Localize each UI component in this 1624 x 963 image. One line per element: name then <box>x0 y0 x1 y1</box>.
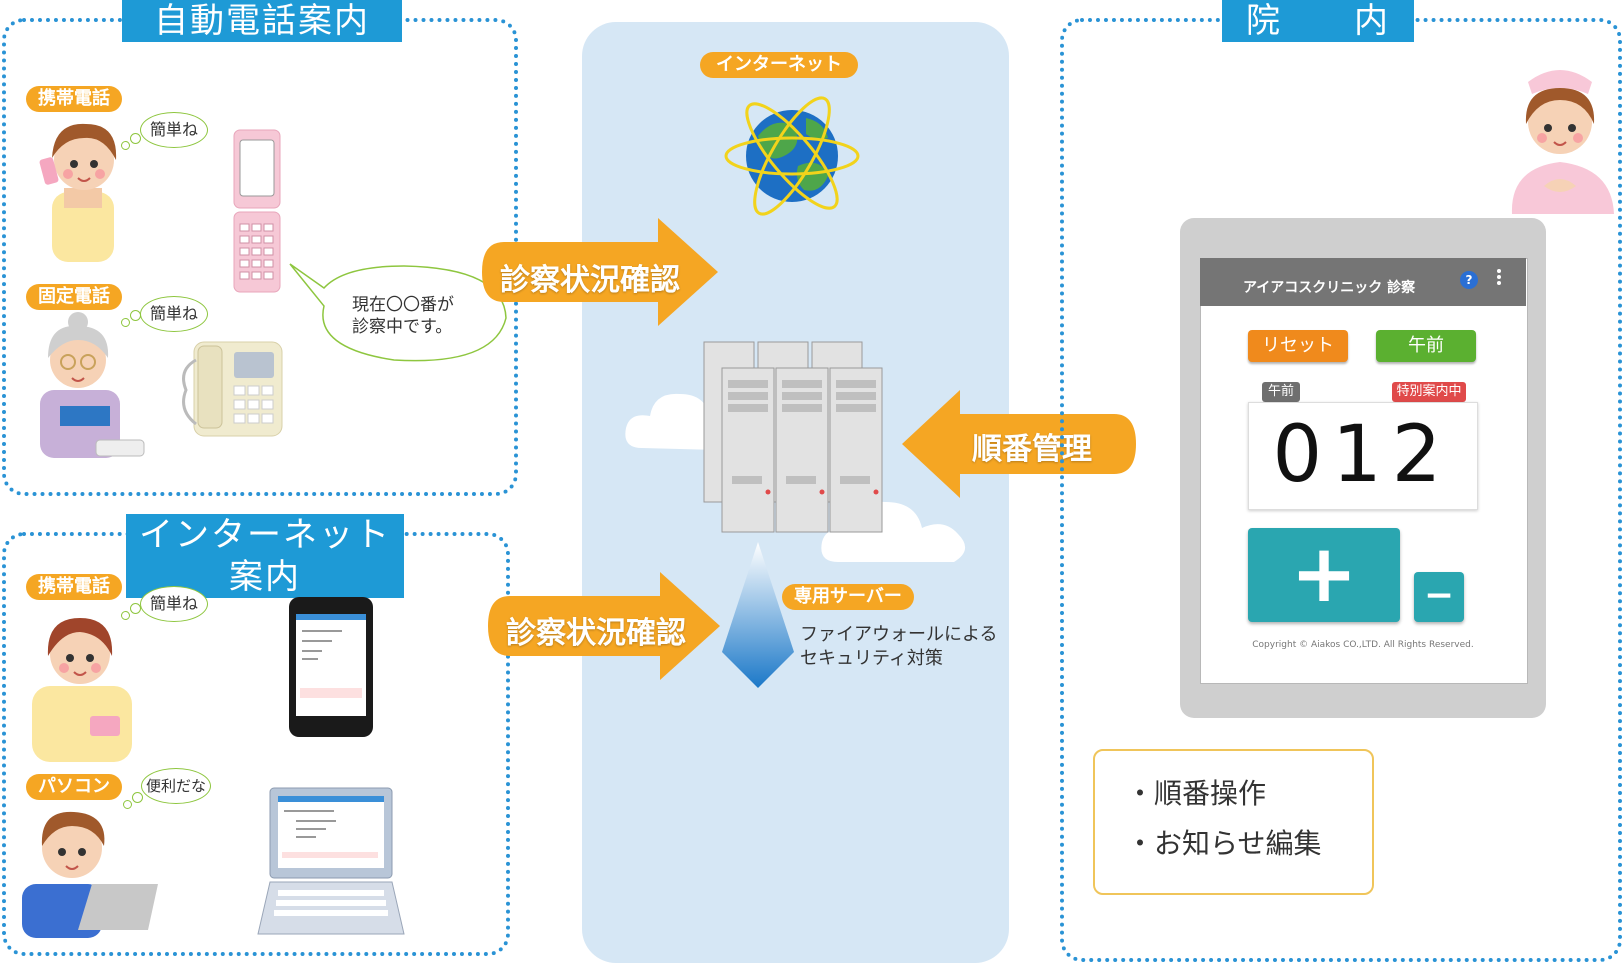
speech-line-2: 診察中です。 <box>352 317 453 337</box>
mobile-tag-bottom: 携帯電話 <box>26 574 122 600</box>
plus-button[interactable]: + <box>1248 528 1400 622</box>
more-menu-icon[interactable] <box>1496 268 1502 288</box>
grandmother-illustration <box>40 312 145 458</box>
app-title: アイアコスクリニック 診察 <box>1243 280 1416 296</box>
laptop-illustration <box>257 787 405 935</box>
am-button[interactable]: 午前 <box>1376 330 1476 362</box>
landline-tag: 固定電話 <box>26 284 122 310</box>
arrow-right-label: 順番管理 <box>972 432 1092 467</box>
number-display <box>1248 402 1478 510</box>
firewall-line-2: セキュリティ対策 <box>800 648 943 669</box>
feature-notice-edit: ・お知らせ編集 <box>1126 827 1322 860</box>
special-tag: 特別案内中 <box>1392 382 1466 402</box>
woman-mobile-illustration <box>39 123 117 262</box>
arrow-top <box>482 218 718 326</box>
speech-line-1: 現在〇〇番が <box>352 295 454 315</box>
firewall-line-1: ファイアウォールによる <box>800 624 998 645</box>
arrow-bottom <box>488 572 720 680</box>
minus-button[interactable]: − <box>1414 572 1464 622</box>
current-number: 012 <box>1272 410 1452 500</box>
smartphone-illustration <box>289 597 373 737</box>
help-icon[interactable]: ? <box>1460 271 1478 289</box>
internet-tag: インターネット <box>700 52 858 78</box>
features-box <box>1093 749 1374 895</box>
arrow-right <box>902 390 1136 498</box>
session-tag: 午前 <box>1262 382 1300 402</box>
mobile-tag-top: 携帯電話 <box>26 86 122 112</box>
arrow-top-label: 診察状況確認 <box>500 263 680 298</box>
woman-smartphone-illustration <box>32 618 132 762</box>
bubble-convenient: 便利だな <box>141 768 211 804</box>
firewall-icon <box>722 542 794 688</box>
server-tag: 専用サーバー <box>782 584 914 610</box>
bubble-easy-bottom: 簡単ね <box>140 586 208 622</box>
man-laptop-illustration <box>22 811 158 938</box>
internet-title: インターネット案内 <box>126 514 404 598</box>
bubble-easy-top: 簡単ね <box>140 112 208 148</box>
thought-dot <box>130 133 141 144</box>
thought-dot <box>121 611 130 620</box>
thought-dot <box>121 141 130 150</box>
pc-tag: パソコン <box>26 774 122 800</box>
flip-phone-illustration <box>233 129 281 293</box>
globe-icon <box>724 96 860 216</box>
nurse-illustration <box>1511 70 1614 214</box>
thought-dot <box>132 792 143 803</box>
reset-button[interactable]: リセット <box>1248 330 1348 362</box>
thought-dot <box>123 800 132 809</box>
arrow-bottom-label: 診察状況確認 <box>506 616 686 651</box>
server-rack-illustration <box>703 341 883 533</box>
landline-phone-illustration <box>182 341 283 437</box>
copyright-text: Copyright © Aiakos CO.,LTD. All Rights R… <box>1252 640 1474 650</box>
bubble-easy-landline: 簡単ね <box>140 296 208 332</box>
clinic-title: 院 内 <box>1222 0 1414 42</box>
thought-dot <box>121 318 130 327</box>
speech-bubble-shape <box>289 263 507 362</box>
feature-order-operation: ・順番操作 <box>1126 777 1267 810</box>
auto-phone-title: 自動電話案内 <box>122 0 402 42</box>
